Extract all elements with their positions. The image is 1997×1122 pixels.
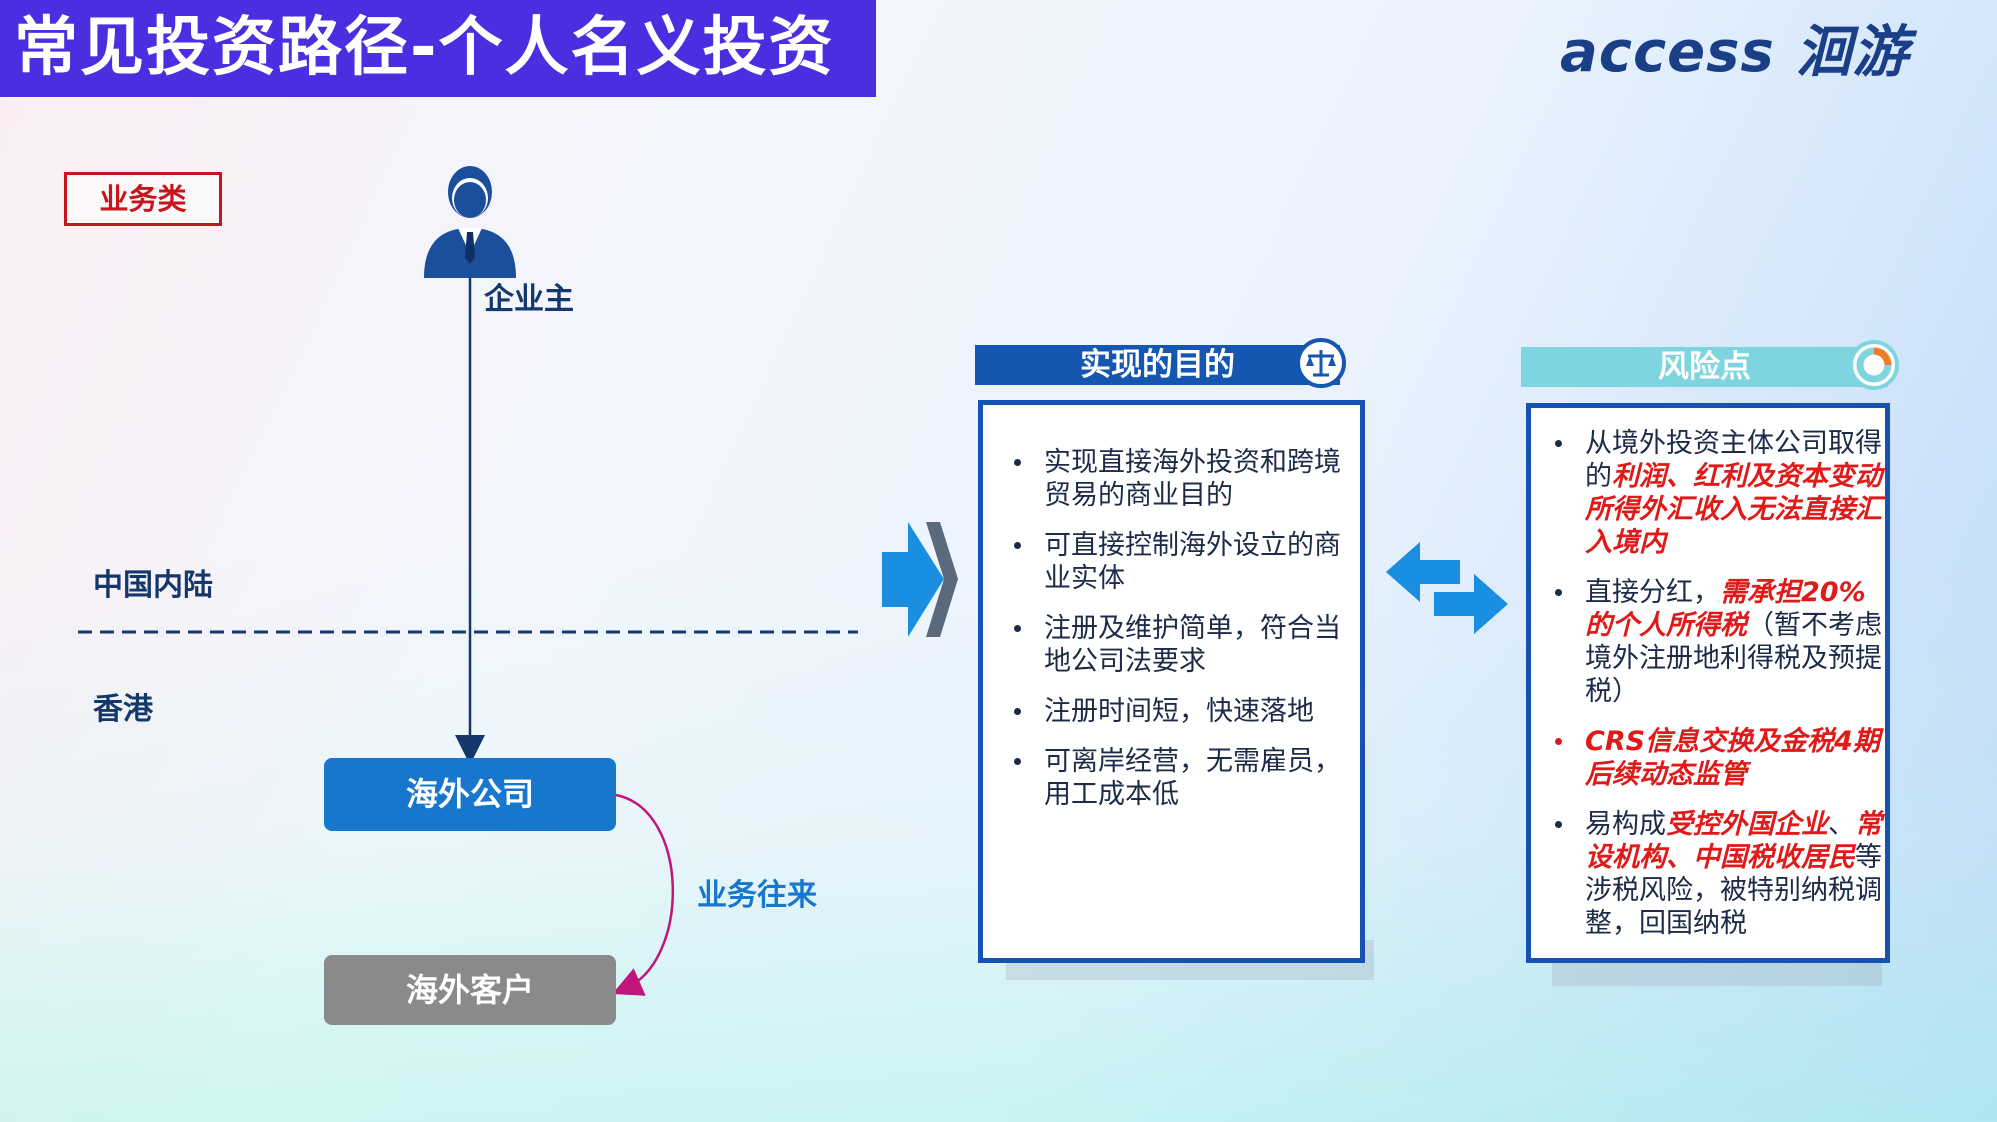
purpose-item: 可离岸经营，无需雇员，用工成本低 <box>1004 745 1354 811</box>
risk-item: 易构成受控外国企业、常设机构、中国税收居民等涉税风险，被特别纳税调整，回国纳税 <box>1545 808 1885 940</box>
category-tag: 业务类 <box>64 172 222 226</box>
business-relation-curve <box>612 793 674 996</box>
scale-icon <box>1296 338 1346 388</box>
purpose-item: 注册及维护简单，符合当地公司法要求 <box>1004 612 1354 678</box>
purpose-panel-header: 实现的目的 <box>975 345 1340 385</box>
risk-list: 从境外投资主体公司取得的利润、红利及资本变动所得外汇收入无法直接汇入境内 直接分… <box>1545 427 1885 957</box>
region-hongkong-label: 香港 <box>93 692 153 727</box>
risk-item: 直接分红，需承担20%的个人所得税（暂不考虑境外注册地利得税及预提税） <box>1545 576 1885 708</box>
swap-arrows-icon <box>1386 542 1508 634</box>
region-mainland-label: 中国内陆 <box>93 568 213 603</box>
purpose-item: 实现直接海外投资和跨境贸易的商业目的 <box>1004 446 1354 512</box>
brand-logo: access 洄游 <box>1560 20 1910 85</box>
purpose-item: 可直接控制海外设立的商业实体 <box>1004 529 1354 595</box>
risk-item: CRS信息交换及金税4期后续动态监管 <box>1545 725 1885 791</box>
risk-item: 从境外投资主体公司取得的利润、红利及资本变动所得外汇收入无法直接汇入境内 <box>1545 427 1885 559</box>
pie-chart-icon <box>1849 340 1899 390</box>
risk-panel <box>1526 403 1890 963</box>
business-relation-label: 业务往来 <box>697 878 817 913</box>
owner-label: 企业主 <box>484 282 574 317</box>
overseas-client-box: 海外客户 <box>324 955 616 1025</box>
overseas-company-box: 海外公司 <box>324 758 616 831</box>
page-title: 常见投资路径-个人名义投资 <box>0 0 876 97</box>
arrow-right-icon <box>882 522 958 637</box>
purpose-item: 注册时间短，快速落地 <box>1004 695 1354 728</box>
purpose-list: 实现直接海外投资和跨境贸易的商业目的 可直接控制海外设立的商业实体 注册及维护简… <box>1004 446 1354 828</box>
risk-panel-header: 风险点 <box>1521 347 1888 387</box>
purpose-panel <box>978 400 1365 963</box>
businessman-icon <box>418 158 522 278</box>
